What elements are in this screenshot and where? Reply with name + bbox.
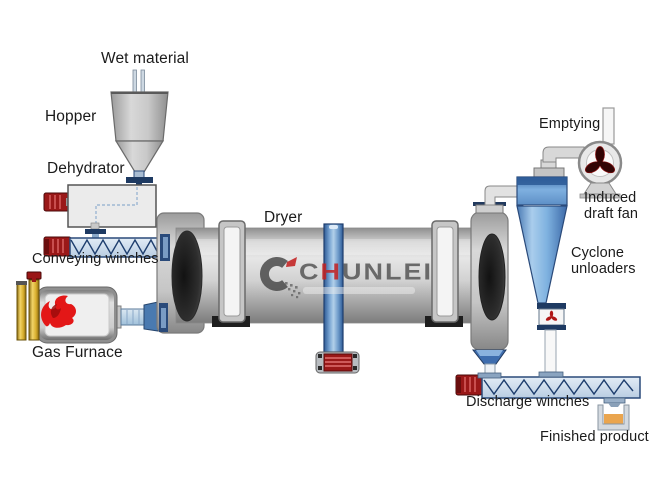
gas-supply-pipes — [16, 271, 42, 341]
label-emptying: Emptying — [539, 116, 601, 132]
label-finished-product: Finished product — [540, 429, 649, 445]
induced-draft-fan-equipment — [542, 107, 623, 199]
emptying-pipe — [602, 107, 615, 145]
product-material — [604, 414, 623, 424]
screw-flight-icon — [70, 238, 159, 256]
hopper-feed-pipes — [132, 69, 145, 95]
valve-rotor-icon — [545, 310, 558, 321]
chunlei-watermark-text: CHUNLEI — [299, 259, 433, 285]
wm-letter-accent: H — [320, 259, 342, 285]
screw-flight-icon — [483, 378, 634, 396]
hopper-equipment — [110, 91, 169, 186]
label-gas-furnace: Gas Furnace — [32, 344, 123, 361]
label-dehydrator: Dehydrator — [47, 160, 125, 177]
label-dryer: Dryer — [264, 209, 303, 226]
wm-letters-before: C — [299, 259, 321, 285]
discharge-housing — [470, 202, 509, 376]
riding-ring-left — [212, 220, 250, 327]
exhaust-duct — [484, 185, 519, 206]
finished-product-container — [597, 404, 630, 431]
wm-letters-after: UNLEI — [342, 259, 433, 285]
fan-blades-icon — [585, 146, 615, 174]
cyclone-equipment — [516, 159, 568, 304]
gas-valve-icon — [26, 271, 42, 280]
flame-icon — [41, 295, 77, 328]
dehydrator-equipment — [43, 184, 157, 238]
rotary-valve-equipment — [537, 303, 566, 373]
riding-ring-right — [425, 220, 463, 327]
label-discharge-winches: Discharge winches — [466, 394, 590, 410]
label-conveying-winches: Conveying winches — [32, 251, 159, 267]
chunlei-watermark-subtext-band — [303, 287, 415, 294]
label-cyclone-unloaders: Cyclone unloaders — [571, 245, 636, 277]
drive-band-equipment — [315, 223, 360, 374]
label-hopper: Hopper — [45, 108, 97, 125]
label-wet-material: Wet material — [101, 50, 189, 67]
conveying-winch-equipment — [43, 236, 164, 258]
discharge-winch-equipment — [455, 371, 641, 407]
chunlei-logo-emblem-icon — [259, 257, 301, 299]
label-induced-draft-fan: Induced draft fan — [584, 190, 639, 222]
gas-furnace-equipment — [16, 271, 159, 344]
